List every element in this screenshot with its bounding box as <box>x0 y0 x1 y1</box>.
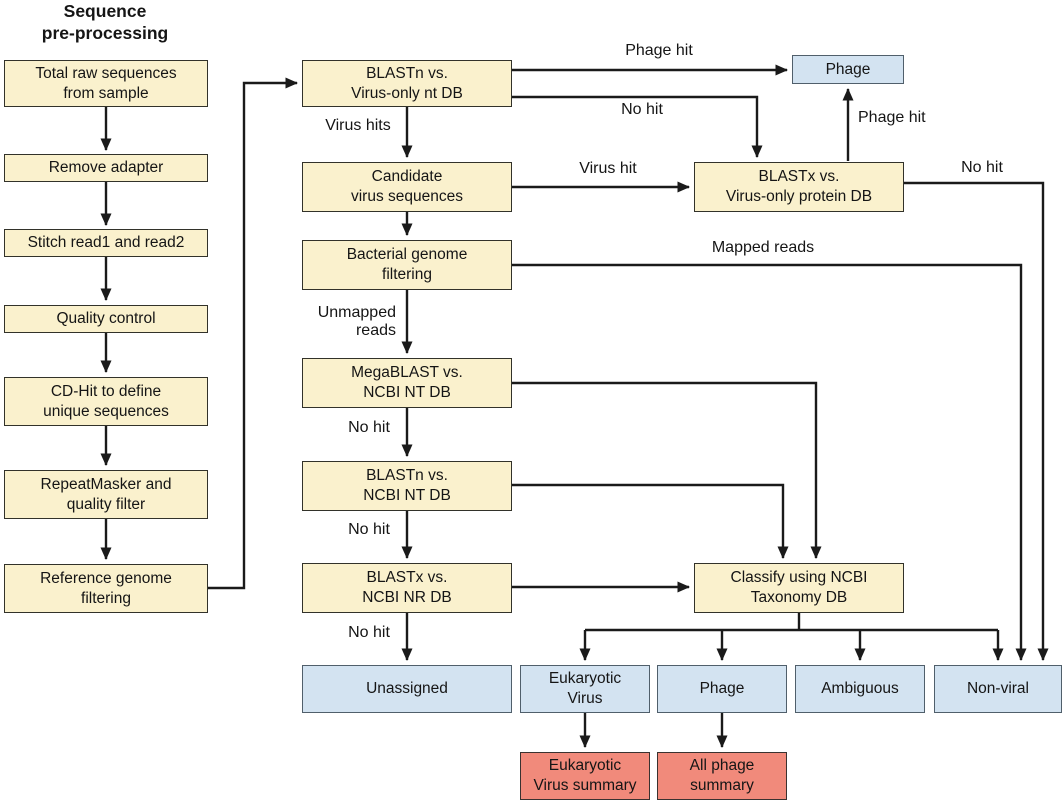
node-blastn-ncbi-nt: BLASTn vs. NCBI NT DB <box>302 461 512 511</box>
edge-label-phage-hit-top: Phage hit <box>625 42 693 59</box>
node-blastx-virus-protein-db: BLASTx vs. Virus-only protein DB <box>694 162 904 212</box>
edge-label-phage-hit-up: Phage hit <box>858 109 926 126</box>
edge-label-virus-hits: Virus hits <box>325 117 391 134</box>
node-repeatmasker: RepeatMasker and quality filter <box>4 470 208 519</box>
edge-label-no-hit-blastn-virus: No hit <box>621 101 663 118</box>
node-phage-top: Phage <box>792 55 904 84</box>
node-candidate-virus-sequences: Candidate virus sequences <box>302 162 512 212</box>
node-remove-adapter: Remove adapter <box>4 154 208 182</box>
node-quality-control: Quality control <box>4 305 208 333</box>
diagram-title: Sequence pre-processing <box>41 1 169 43</box>
node-total-raw-sequences: Total raw sequences from sample <box>4 60 208 107</box>
node-all-phage-summary: All phage summary <box>657 752 787 800</box>
node-classify-taxonomy: Classify using NCBI Taxonomy DB <box>694 563 904 613</box>
node-blastx-ncbi-nr: BLASTx vs. NCBI NR DB <box>302 563 512 613</box>
arrow-blastxvirus-nohit-to-nonviral <box>904 181 1049 661</box>
edge-label-no-hit-blastx-virus: No hit <box>961 159 1003 176</box>
node-unassigned: Unassigned <box>302 665 512 713</box>
edge-label-virus-hit: Virus hit <box>579 160 637 177</box>
arrow-bacterial-mappedreads-to-nonviral <box>512 263 1027 661</box>
arrow-blastnvirus-nohit-to-blastxvirus <box>512 95 763 158</box>
node-non-viral: Non-viral <box>934 665 1062 713</box>
node-eukaryotic-virus-summary: Eukaryotic Virus summary <box>520 752 650 800</box>
node-eukaryotic-virus: Eukaryotic Virus <box>520 665 650 713</box>
arrow-blastnncbi-to-classify <box>512 483 789 559</box>
node-reference-genome-filtering: Reference genome filtering <box>4 564 208 613</box>
node-stitch-reads: Stitch read1 and read2 <box>4 229 208 257</box>
edge-label-no-hit-blastx-ncbi: No hit <box>348 624 390 641</box>
node-ambiguous: Ambiguous <box>795 665 925 713</box>
edge-label-no-hit-blastn-ncbi: No hit <box>348 521 390 538</box>
edge-label-no-hit-megablast: No hit <box>348 419 390 436</box>
node-blastn-virus-db: BLASTn vs. Virus-only nt DB <box>302 60 512 107</box>
node-cd-hit: CD-Hit to define unique sequences <box>4 377 208 426</box>
node-bacterial-genome-filtering: Bacterial genome filtering <box>302 240 512 290</box>
edge-label-mapped-reads: Mapped reads <box>711 239 815 256</box>
node-phage-bottom: Phage <box>657 665 787 713</box>
arrow-megablast-to-classify <box>512 381 822 559</box>
edge-label-unmapped-reads: Unmapped reads <box>317 304 396 340</box>
arrow-refgenome-to-blastnvirus <box>208 77 298 590</box>
node-megablast-ncbi-nt: MegaBLAST vs. NCBI NT DB <box>302 358 512 408</box>
